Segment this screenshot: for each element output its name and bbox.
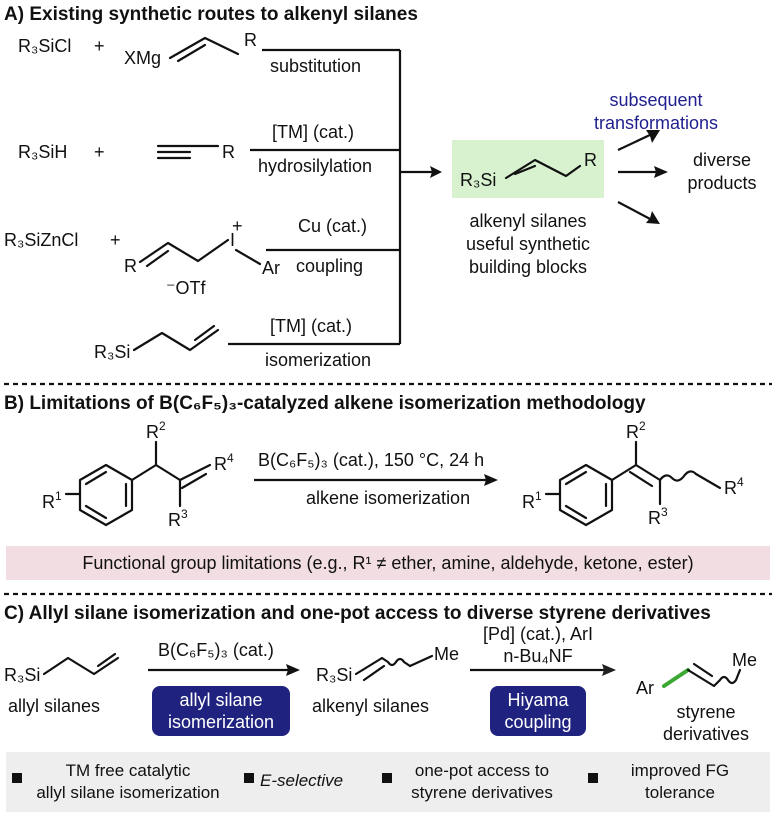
step1-badge	[152, 686, 290, 736]
subsequent-label-2: transformations	[594, 113, 718, 133]
start-caption: allyl silanes	[8, 696, 100, 716]
middle-silyl-label: R₃Si	[316, 665, 352, 685]
route4-below-label: isomerization	[265, 350, 371, 370]
start-silyl-label: R₃Si	[4, 665, 40, 685]
feature-3-line1: one-pot access to	[415, 761, 549, 780]
feature-1-line1: TM free catalytic	[66, 761, 191, 780]
end-green-bond	[662, 668, 690, 688]
arrow-up	[617, 133, 653, 151]
end-me-label: Me	[732, 650, 757, 670]
end-caption-2: derivatives	[663, 724, 749, 744]
feature-4-line1: improved FG	[631, 761, 729, 780]
product-caption-2: useful synthetic	[466, 234, 590, 254]
step1-badge-line2: isomerization	[168, 712, 274, 732]
route3-ar-label: Ar	[262, 258, 280, 278]
route2-plus: +	[94, 142, 105, 162]
step2-conditions-1: [Pd] (cat.), ArI	[483, 624, 593, 644]
end-alkene-bond	[686, 668, 742, 688]
feature-1-line2: allyl silane isomerization	[36, 783, 219, 802]
route3-charge-label: +	[232, 216, 243, 236]
substrate-benzene-ring	[78, 463, 134, 527]
route2-reagent: R₃SiH	[18, 142, 67, 162]
product-caption-1: alkenyl silanes	[469, 211, 586, 231]
route4-allyl-bond	[132, 328, 220, 352]
end-ar-label: Ar	[636, 678, 654, 698]
isomerization-conditions: B(C₆F₅)₃ (cat.), 150 °C, 24 h	[258, 450, 484, 470]
feature-2-line1: E-selective	[260, 771, 343, 790]
diverse-label-1: diverse	[693, 150, 751, 170]
route3-iodine-label: I	[230, 230, 235, 250]
product-chain-bond	[610, 440, 662, 506]
route1-r-label: R	[244, 30, 257, 50]
section-c-title: C) Allyl silane isomerization and one-po…	[4, 603, 711, 624]
substrate-chain-bond	[130, 440, 212, 482]
route2-r-label: R	[222, 142, 235, 162]
route2-above-label: [TM] (cat.)	[272, 122, 354, 142]
arrow-down	[617, 201, 653, 221]
end-caption-1: styrene	[676, 702, 735, 722]
step1-badge-line1: allyl silane	[179, 690, 262, 710]
limitation-text: Functional group limitations (e.g., R¹ ≠…	[82, 553, 693, 573]
isomerization-label: alkene isomerization	[306, 488, 470, 508]
substrate-r4-label: R4	[214, 451, 234, 474]
product-silyl-label: R₃Si	[460, 170, 496, 190]
product-wavy-bond	[658, 470, 698, 482]
substrate-r1-label: R1	[42, 489, 62, 512]
product-caption-3: building blocks	[469, 257, 587, 277]
route3-reagent: R₃SiZnCl	[4, 230, 78, 250]
route2-below-label: hydrosilylation	[258, 156, 372, 176]
route3-aryl-bond	[234, 248, 262, 266]
route3-below-label: coupling	[296, 256, 363, 276]
route3-vinyl-bond	[138, 238, 230, 264]
product-r3-label: R3	[648, 505, 668, 528]
product-r2-label: R2	[626, 419, 646, 442]
route4-above-label: [TM] (cat.)	[270, 316, 352, 336]
product-alkene-bond	[504, 158, 582, 180]
substrate-r2-label: R2	[146, 419, 166, 442]
product-arrowhead	[430, 166, 442, 178]
subsequent-label-1: subsequent	[609, 90, 702, 110]
route4-reagent: R₃Si	[94, 342, 130, 362]
step1-conditions: B(C₆F₅)₃ (cat.)	[158, 640, 274, 660]
route3-above-label: Cu (cat.)	[298, 216, 367, 236]
route1-grignard-label: XMg	[124, 48, 161, 68]
route3-counterion-label: ⁻OTf	[166, 278, 206, 298]
product-benzene-ring	[558, 463, 614, 527]
start-allyl-bond	[42, 656, 120, 676]
route1-vinyl-bond	[168, 36, 240, 60]
route1-plus: +	[94, 36, 105, 56]
limitation-banner	[6, 546, 770, 580]
product-r1-label: R1	[522, 489, 542, 512]
middle-caption: alkenyl silanes	[312, 696, 429, 716]
diverse-label-2: products	[687, 173, 756, 193]
middle-alkene-bond	[354, 656, 412, 676]
route1-reagent: R₃SiCl	[18, 36, 71, 56]
route1-below-label: substitution	[270, 56, 361, 76]
feature-3-line2: styrene derivatives	[411, 783, 553, 802]
step2-badge-line2: coupling	[504, 712, 571, 732]
middle-me-label: Me	[434, 644, 459, 664]
section-b-title: B) Limitations of B(C₆F₅)₃-catalyzed alk…	[4, 393, 646, 414]
feature-bullet-2	[244, 773, 254, 783]
product-r-label: R	[584, 150, 597, 170]
feature-bullet-1	[12, 773, 22, 783]
route3-plus: +	[110, 230, 121, 250]
step2-conditions-2: n-Bu₄NF	[503, 646, 572, 666]
feature-4-line2: tolerance	[645, 783, 715, 802]
feature-bullet-3	[382, 773, 392, 783]
step2-badge	[490, 686, 586, 736]
section-a-title: A) Existing synthetic routes to alkenyl …	[4, 4, 418, 25]
product-r4-label: R4	[724, 475, 744, 498]
route3-r-label: R	[124, 256, 137, 276]
feature-bullet-4	[588, 773, 598, 783]
route1-double-bond	[176, 43, 207, 63]
step2-badge-line1: Hiyama	[507, 690, 569, 710]
substrate-r3-label: R3	[168, 507, 188, 530]
